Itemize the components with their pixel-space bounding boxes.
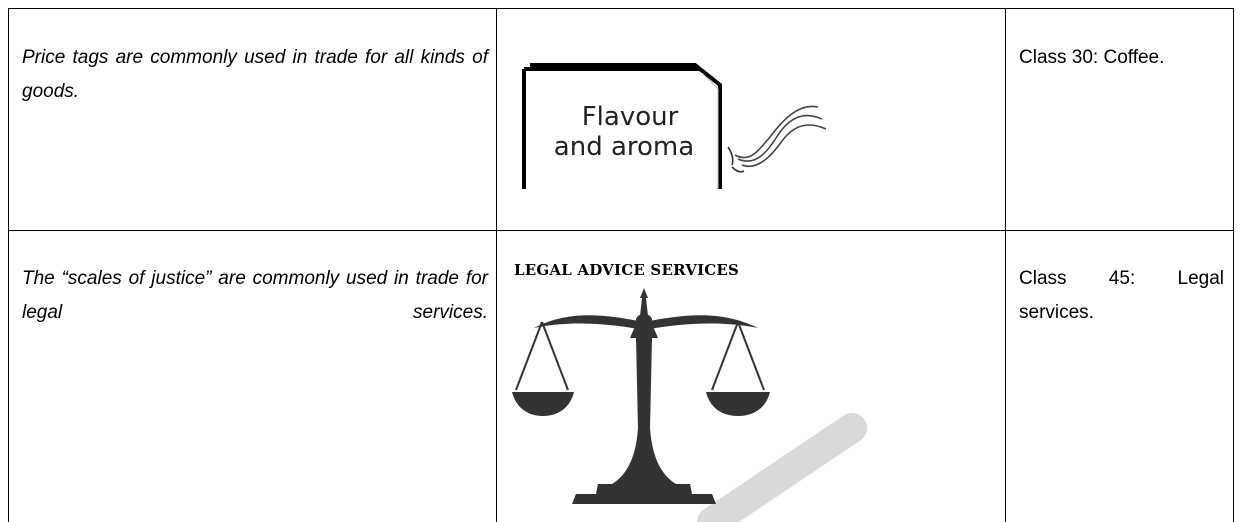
watermark-stroke <box>697 413 867 522</box>
tag-outline <box>522 63 722 189</box>
table-column-divider-1 <box>496 8 497 522</box>
logo-text-line2: and aroma <box>554 132 694 162</box>
scales-of-justice-icon <box>512 288 867 522</box>
table-border-right <box>1233 8 1234 522</box>
legal-advice-logo-title: LEGAL ADVICE SERVICES <box>514 261 740 279</box>
table-border-left <box>8 8 9 522</box>
row1-class: Class 30: Coffee. <box>1019 47 1165 68</box>
scale-base <box>572 494 716 504</box>
scale-column <box>608 324 680 486</box>
table-column-divider-2 <box>1005 8 1006 522</box>
left-pan <box>512 392 574 416</box>
table-border-top <box>8 8 1234 9</box>
row1-description: Price tags are commonly used in trade fo… <box>22 47 488 102</box>
row2-description: The “scales of justice” are commonly use… <box>22 268 488 323</box>
row2-class: Class 45: Legal services. <box>1019 268 1224 323</box>
string-icon <box>734 105 827 168</box>
flavour-and-aroma-logo: Flavour and aroma <box>522 63 827 189</box>
table-row-divider <box>8 230 1234 231</box>
right-pan <box>706 392 770 416</box>
logo-text-line1: Flavour <box>582 102 679 132</box>
scale-beam <box>534 315 758 330</box>
